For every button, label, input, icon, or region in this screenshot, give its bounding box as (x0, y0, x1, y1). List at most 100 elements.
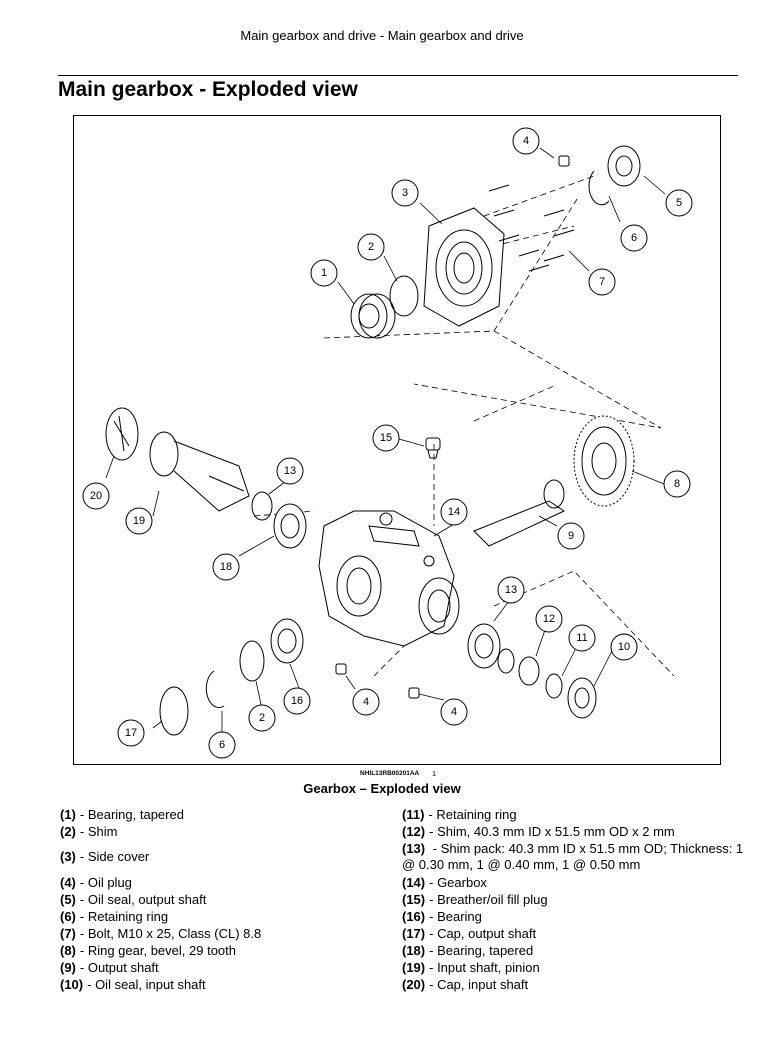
legend-text: - Retaining ring (79, 908, 169, 924)
legend-text: - Shim, 40.3 mm ID x 51.5 mm OD x 2 mm (429, 823, 675, 839)
legend-num: (3) (60, 849, 76, 864)
legend-num: (17) (402, 925, 426, 941)
legend-num: (19) (402, 959, 426, 975)
callout-10: 10 (618, 641, 630, 653)
legend-multiline: (13) - Shim pack: 40.3 mm ID x 51.5 mm O… (402, 841, 747, 873)
legend-text: - Oil seal, output shaft (79, 891, 207, 907)
legend-item: (19)- Input shaft, pinion (402, 959, 747, 976)
breather-plug-part (425, 437, 441, 459)
parts-legend: (1)- Bearing, tapered (2)- Shim (3)- Sid… (60, 806, 750, 993)
bolts-part (488, 184, 575, 272)
legend-item: (8)- Ring gear, bevel, 29 tooth (60, 942, 402, 959)
callout-leader-lines (105, 147, 666, 732)
legend-item: (10)- Oil seal, input shaft (60, 976, 402, 993)
legend-item: (20)- Cap, input shaft (402, 976, 747, 993)
callout-8: 8 (674, 478, 680, 490)
legend-item: (13) - Shim pack: 40.3 mm ID x 51.5 mm O… (402, 840, 747, 874)
legend-text: - Oil plug (79, 874, 132, 890)
legend-item: (2)- Shim (60, 823, 402, 840)
page-title: Main gearbox - Exploded view (58, 78, 358, 101)
retaining-ring-lower-part (205, 670, 225, 709)
bearing-output-part (270, 618, 304, 664)
legend-item: (11)- Retaining ring (402, 806, 747, 823)
retaining-ring-part (588, 170, 610, 206)
output-shaft-part (473, 479, 566, 547)
oil-plug-lower-part (335, 663, 347, 675)
callout-4: 4 (523, 135, 529, 147)
legend-num: (20) (402, 976, 426, 992)
callout-19: 19 (133, 515, 145, 527)
exploded-view-figure: 1 2 3 4 5 6 7 8 9 10 11 12 13 14 15 16 1… (73, 115, 721, 765)
shim-lower-part (239, 640, 265, 682)
shim-pack-left-part (251, 491, 273, 521)
callout-13-left: 13 (284, 465, 296, 477)
legend-text: - Shim pack: 40.3 mm ID x 51.5 mm OD; Th… (402, 841, 744, 872)
legend-item: (16)- Bearing (402, 908, 747, 925)
legend-num: (1) (60, 806, 76, 822)
legend-num: (10) (60, 976, 84, 992)
callout-12: 12 (543, 613, 555, 625)
legend-num: (4) (60, 874, 76, 890)
legend-text: - Oil seal, input shaft (87, 976, 206, 992)
output-cap-part (159, 686, 189, 736)
legend-text: - Cap, output shaft (429, 925, 537, 941)
legend-text: - Shim (79, 823, 118, 839)
oil-seal-output-part (607, 145, 641, 187)
legend-num: (8) (60, 942, 76, 958)
callout-1: 1 (321, 267, 327, 279)
legend-num: (6) (60, 908, 76, 924)
callout-2-lower: 2 (259, 712, 265, 724)
callout-20: 20 (90, 490, 102, 502)
legend-item: (5)- Oil seal, output shaft (60, 891, 402, 908)
callout-16: 16 (291, 695, 303, 707)
legend-num: (2) (60, 823, 76, 839)
legend-text: - Breather/oil fill plug (429, 891, 548, 907)
legend-num: (7) (60, 925, 76, 941)
legend-item: (4)- Oil plug (60, 874, 402, 891)
legend-item: (6)- Retaining ring (60, 908, 402, 925)
legend-item: (17)- Cap, output shaft (402, 925, 747, 942)
callout-11: 11 (576, 632, 587, 644)
legend-text: - Output shaft (79, 959, 159, 975)
legend-text: - Gearbox (429, 874, 487, 890)
figure-number: 1 (432, 769, 437, 778)
legend-item: (15)- Breather/oil fill plug (402, 891, 747, 908)
input-cap-part (105, 407, 139, 461)
exploded-view-drawing: 1 2 3 4 5 6 7 8 9 10 11 12 13 14 15 16 1… (82, 127, 693, 759)
legend-text: - Bolt, M10 x 25, Class (CL) 8.8 (79, 925, 262, 941)
legend-num: (16) (402, 908, 426, 924)
callout-4-lower: 4 (363, 696, 369, 708)
legend-num: (9) (60, 959, 76, 975)
legend-item: (9)- Output shaft (60, 959, 402, 976)
legend-left-column: (1)- Bearing, tapered (2)- Shim (3)- Sid… (60, 806, 402, 993)
callout-labels: 1 2 3 4 5 6 7 8 9 10 11 12 13 14 15 16 1… (90, 135, 682, 751)
legend-text: - Cap, input shaft (429, 976, 529, 992)
callout-17: 17 (125, 727, 137, 739)
legend-num: (12) (402, 823, 426, 839)
legend-text: - Bearing (429, 908, 482, 924)
callout-6: 6 (631, 232, 637, 244)
shim-12-part (518, 656, 540, 686)
retaining-ring-11-part (545, 673, 563, 699)
legend-item: (12)- Shim, 40.3 mm ID x 51.5 mm OD x 2 … (402, 823, 747, 840)
running-header: Main gearbox and drive - Main gearbox an… (240, 28, 524, 43)
input-shaft-part (149, 431, 250, 512)
oil-plug-right-part (408, 687, 420, 699)
legend-item: (7)- Bolt, M10 x 25, Class (CL) 8.8 (60, 925, 402, 942)
oil-plug-top-part (558, 155, 570, 167)
figure-id: NHIL13RB00201AA (360, 770, 420, 777)
gearbox-housing-part (318, 510, 460, 647)
bearing-right-part (467, 623, 501, 669)
legend-text: - Input shaft, pinion (429, 959, 540, 975)
legend-num: (5) (60, 891, 76, 907)
legend-item: (3)- Side cover (60, 840, 402, 874)
legend-item: (1)- Bearing, tapered (60, 806, 402, 823)
legend-text: - Side cover (79, 849, 150, 864)
legend-item: (18)- Bearing, tapered (402, 942, 747, 959)
legend-text: - Ring gear, bevel, 29 tooth (79, 942, 236, 958)
ring-gear-part (573, 415, 635, 507)
legend-text: - Bearing, tapered (79, 806, 184, 822)
callout-5: 5 (676, 197, 682, 209)
callout-7: 7 (599, 276, 605, 288)
callout-14: 14 (448, 506, 460, 518)
